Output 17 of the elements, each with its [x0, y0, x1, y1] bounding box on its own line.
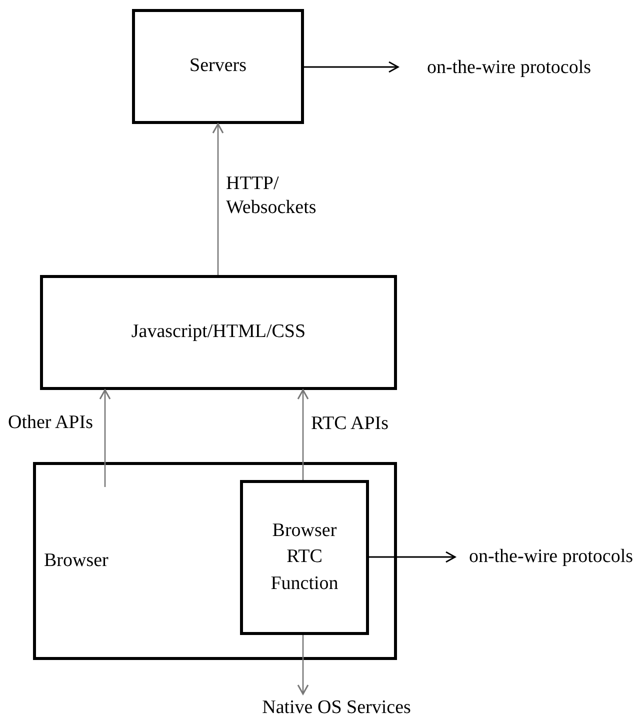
process-box — [132, 9, 304, 124]
arrow — [99, 389, 111, 487]
process-box — [40, 275, 397, 390]
arrow — [212, 123, 224, 275]
arrow — [297, 635, 309, 695]
arrow — [297, 389, 309, 480]
arrow — [304, 61, 399, 73]
process-box — [33, 462, 397, 660]
node-label: on-the-wire protocols — [468, 544, 634, 569]
node-label: Servers — [190, 54, 246, 78]
node-label: Browser RTC Function — [270, 518, 340, 596]
node-label: Browser — [44, 548, 108, 573]
node-label: Native OS Services — [262, 696, 411, 720]
node-label: Javascript/HTML/CSS — [131, 320, 306, 344]
process-box — [240, 480, 369, 635]
arrow — [369, 551, 456, 563]
node-label: on-the-wire protocols — [426, 56, 592, 80]
